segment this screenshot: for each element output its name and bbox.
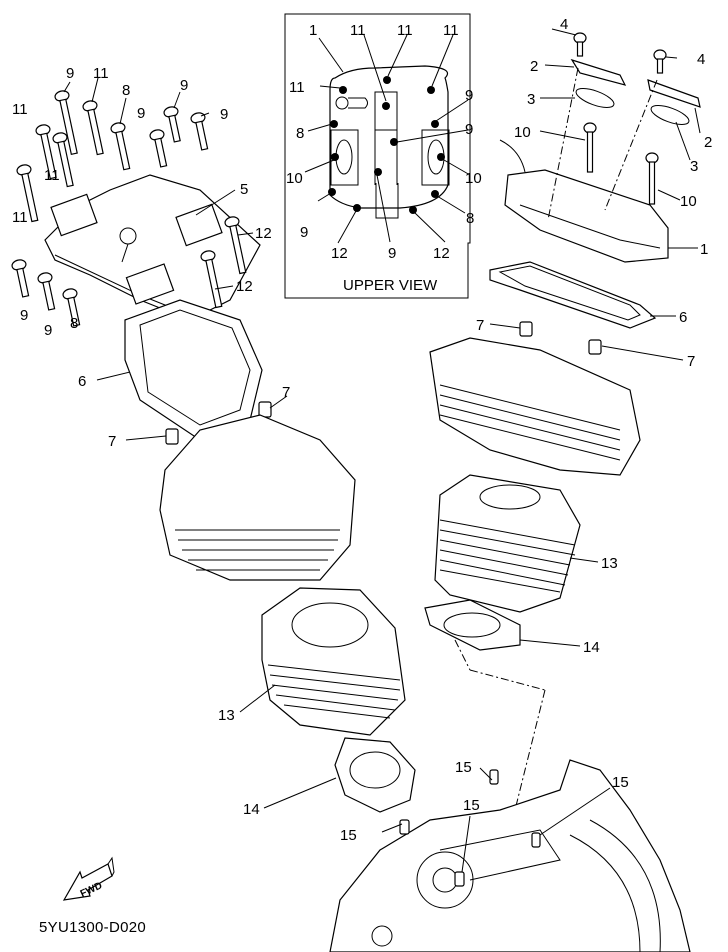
callout: 10 bbox=[465, 170, 482, 187]
callout: 9 bbox=[66, 65, 74, 82]
callout: 11 bbox=[12, 209, 28, 226]
callout: 9 bbox=[180, 77, 188, 94]
callout: 11 bbox=[44, 167, 60, 184]
callout: 12 bbox=[433, 245, 450, 262]
left-head-cover-assembly: 9 11 8 9 9 11 9 11 11 5 12 12 9 9 8 bbox=[11, 65, 272, 339]
callout: 12 bbox=[236, 278, 253, 295]
callout: 8 bbox=[296, 125, 304, 142]
callout: 10 bbox=[680, 193, 697, 210]
callout: 9 bbox=[465, 87, 473, 104]
callout: 4 bbox=[697, 51, 705, 68]
callout: 9 bbox=[465, 121, 473, 138]
callout: 14 bbox=[583, 639, 600, 656]
callout: 11 bbox=[397, 22, 413, 39]
callout: 10 bbox=[514, 124, 531, 141]
callout: 10 bbox=[286, 170, 303, 187]
callout: 4 bbox=[560, 16, 568, 33]
callout: 11 bbox=[93, 65, 109, 82]
callout: 9 bbox=[137, 105, 145, 122]
left-head-assembly: 6 7 7 13 14 bbox=[78, 299, 416, 818]
right-head-assembly: 6 7 7 13 14 bbox=[424, 261, 695, 656]
callout: 1 bbox=[700, 241, 708, 258]
fwd-arrow-icon: FWD bbox=[62, 856, 115, 901]
upper-view-inset: 1 11 11 11 11 9 8 9 10 10 9 8 12 9 12 UP… bbox=[284, 13, 482, 299]
callout: 2 bbox=[530, 58, 538, 75]
callout: 11 bbox=[350, 22, 366, 39]
callout: 8 bbox=[122, 82, 130, 99]
callout: 9 bbox=[388, 245, 396, 262]
callout: 13 bbox=[218, 707, 235, 724]
callout: 15 bbox=[455, 759, 472, 776]
callout: 9 bbox=[20, 307, 28, 324]
right-head-cover-assembly: 4 4 2 2 3 3 10 10 1 bbox=[504, 16, 712, 263]
callout: 11 bbox=[12, 101, 28, 118]
callout: 7 bbox=[687, 353, 695, 370]
callout: 13 bbox=[601, 555, 618, 572]
callout: 8 bbox=[70, 315, 78, 332]
figure-code: 5YU1300-D020 bbox=[39, 919, 147, 936]
callout: 6 bbox=[78, 373, 86, 390]
callout: 9 bbox=[300, 224, 308, 241]
callout: 12 bbox=[331, 245, 348, 262]
callout: 14 bbox=[243, 801, 260, 818]
callout: 15 bbox=[612, 774, 629, 791]
callout: 7 bbox=[282, 384, 290, 401]
inset-title: UPPER VIEW bbox=[343, 277, 438, 294]
callout: 15 bbox=[340, 827, 357, 844]
callout: 8 bbox=[466, 210, 474, 227]
callout: 15 bbox=[463, 797, 480, 814]
callout: 7 bbox=[476, 317, 484, 334]
callout: 9 bbox=[220, 106, 228, 123]
callout: 2 bbox=[704, 134, 712, 151]
callout: 9 bbox=[44, 322, 52, 339]
callout: 11 bbox=[289, 79, 305, 96]
callout: 3 bbox=[527, 91, 535, 108]
callout: 7 bbox=[108, 433, 116, 450]
callout: 1 bbox=[309, 22, 317, 39]
callout: 3 bbox=[690, 158, 698, 175]
callout: 6 bbox=[679, 309, 687, 326]
callout: 12 bbox=[255, 225, 272, 242]
crankcase: 15 15 15 15 bbox=[329, 759, 691, 952]
callout: 11 bbox=[443, 22, 459, 39]
callout: 5 bbox=[240, 181, 248, 198]
